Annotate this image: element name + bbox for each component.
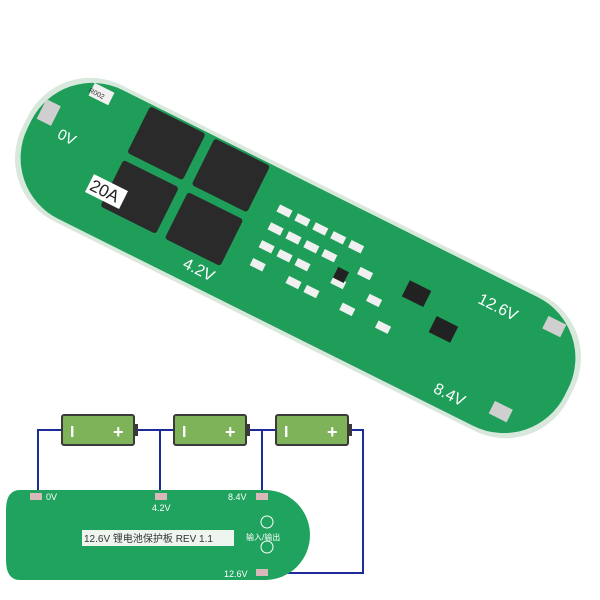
ics bbox=[332, 266, 459, 343]
pad-0v-diagram bbox=[30, 493, 42, 500]
terminal-0v: 0V bbox=[46, 492, 57, 502]
smd-components bbox=[249, 204, 392, 334]
current-label-bg bbox=[85, 174, 128, 210]
minus-icon bbox=[260, 515, 274, 529]
terminal-4v2: 4.2V bbox=[152, 503, 171, 513]
pad-12v6-diagram bbox=[256, 569, 268, 576]
pad-8v4 bbox=[488, 400, 513, 423]
battery-positive: + bbox=[225, 422, 236, 442]
battery-negative: I bbox=[182, 424, 186, 441]
board-title-bg bbox=[82, 530, 234, 546]
wires bbox=[37, 429, 364, 574]
battery-2: I + bbox=[173, 414, 250, 446]
board-title: 12.6V 锂电池保护板 REV 1.1 bbox=[84, 532, 213, 545]
bms-board-photo: R002 0V 20A 4.2V 12.6V 8.4V bbox=[15, 77, 581, 439]
battery-positive: + bbox=[327, 422, 338, 442]
wiring-diagram: 12.6V 锂电池保护板 REV 1.1 0V 4.2V 8.4V 12.6V … bbox=[6, 414, 364, 580]
plus-icon bbox=[260, 540, 274, 554]
mosfets bbox=[101, 107, 270, 266]
shunt-resistor bbox=[88, 82, 115, 106]
terminal-8v4: 8.4V bbox=[228, 492, 247, 502]
pad-8v4-diagram bbox=[256, 493, 268, 500]
terminal-12v6: 12.6V bbox=[224, 569, 248, 579]
pcb bbox=[20, 82, 576, 434]
pad-4v2-diagram bbox=[155, 493, 167, 500]
battery-negative: I bbox=[70, 424, 74, 441]
label-0v: 0V bbox=[55, 126, 79, 149]
battery-negative: I bbox=[284, 424, 288, 441]
battery-3: I + bbox=[275, 414, 352, 446]
battery-1: I + bbox=[61, 414, 138, 446]
io-label: 输入/输出 bbox=[246, 532, 280, 542]
battery-positive: + bbox=[113, 422, 124, 442]
pad-0v bbox=[36, 99, 61, 126]
pad-12v6 bbox=[542, 315, 567, 338]
